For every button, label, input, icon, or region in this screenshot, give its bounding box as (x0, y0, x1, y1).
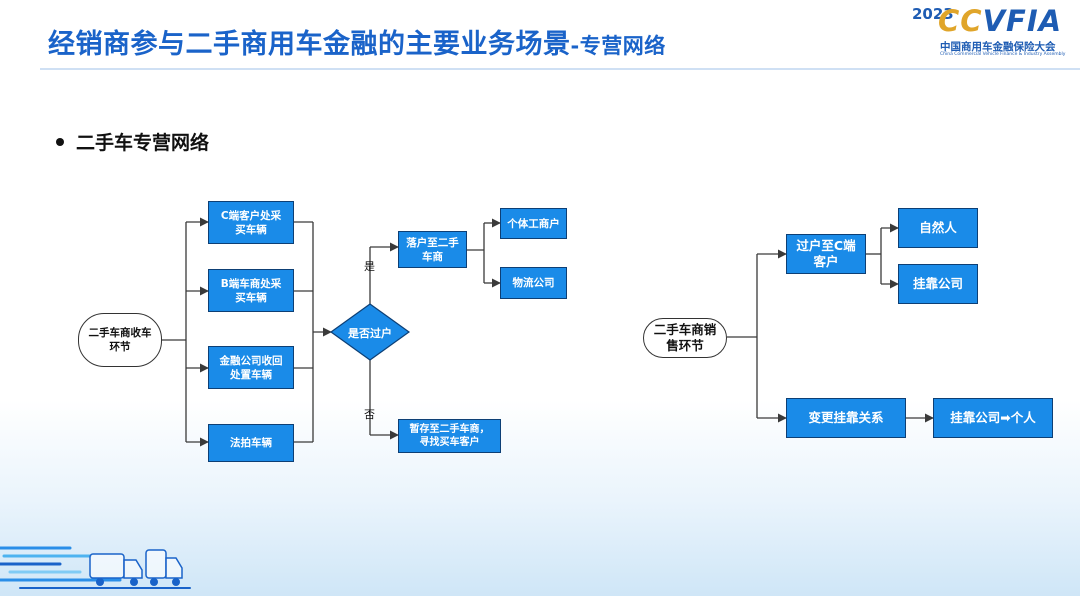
node-source-c-customer: C端客户处采 买车辆 (208, 201, 294, 244)
node-transfer-to-c-customer: 过户至C端 客户 (786, 234, 866, 274)
bullet-dot-icon (56, 137, 64, 146)
node-temporary-storage: 暂存至二手车商， 寻找买车客户 (398, 419, 501, 453)
logo-word-a: CC (938, 4, 983, 38)
node-change-affiliation: 变更挂靠关系 (786, 398, 906, 438)
page-title: 经销商参与二手商用车金融的主要业务场景-专营网络 (48, 22, 666, 61)
section-bullet-text: 二手车专营网络 (76, 132, 210, 154)
truck-decoration-icon (0, 546, 191, 589)
node-company-to-individual: 挂靠公司➡个人 (933, 398, 1053, 438)
page-title-suffix: -专营网络 (570, 34, 666, 58)
node-source-auction: 法拍车辆 (208, 424, 294, 462)
node-logistics-company: 物流公司 (500, 267, 567, 299)
decision-label: 是否过户 (348, 327, 392, 340)
node-source-finance-repossession: 金融公司收回 处置车辆 (208, 346, 294, 389)
node-used-car-acquisition: 二手车商收车 环节 (78, 313, 162, 367)
node-individual-business: 个体工商户 (500, 208, 567, 239)
event-logo: 2023 CCVFIA 中国商用车金融保险大会 China Commercial… (912, 4, 1072, 60)
node-source-b-dealer: B端车商处采 买车辆 (208, 269, 294, 312)
logo-word-b: VFIA (982, 4, 1063, 38)
logo-chinese-name: 中国商用车金融保险大会 (940, 41, 1056, 53)
node-natural-person: 自然人 (898, 208, 978, 248)
node-affiliated-company: 挂靠公司 (898, 264, 978, 304)
logo-wordmark: CCVFIA (938, 4, 1062, 38)
node-register-to-dealer: 落户至二手 车商 (398, 231, 467, 268)
section-bullet: 二手车专营网络 (56, 128, 209, 155)
page-title-main: 经销商参与二手商用车金融的主要业务场景 (48, 29, 571, 60)
header-divider (40, 68, 1080, 70)
node-used-car-sales: 二手车商销 售环节 (643, 318, 727, 358)
logo-english-name: China Commercial Vehicle Finance & Indus… (940, 52, 1066, 57)
edge-label-no: 否 (364, 408, 375, 421)
edge-label-yes: 是 (364, 260, 375, 273)
decision-diamond (329, 303, 411, 361)
